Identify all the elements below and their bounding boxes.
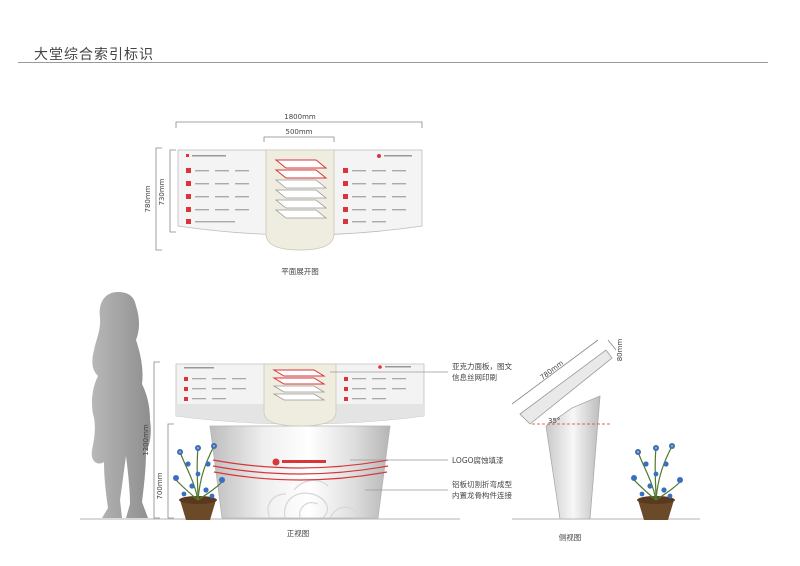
page-title: 大堂综合索引标识 bbox=[34, 47, 154, 63]
front-logo bbox=[272, 458, 326, 466]
side-view: 35° 780mm 80mm 侧视图 bbox=[511, 339, 624, 542]
dim-side-depth: 80mm bbox=[607, 339, 624, 362]
front-view: 1200mm 700mm bbox=[142, 361, 514, 538]
dim-total-width: 1800mm bbox=[175, 113, 423, 128]
dim-outer-height-label: 780mm bbox=[144, 185, 152, 212]
side-panel bbox=[519, 349, 613, 425]
dim-front-top: 1200mm bbox=[142, 361, 160, 519]
flower-pot-right bbox=[631, 443, 683, 520]
dim-inner-height: 730mm bbox=[158, 149, 176, 233]
plan-floor-stack bbox=[274, 159, 328, 219]
dim-front-base: 700mm bbox=[156, 423, 174, 519]
dim-outer-height: 780mm bbox=[144, 147, 162, 251]
flower-pot-left bbox=[173, 443, 225, 520]
dim-front-top-label: 1200mm bbox=[142, 424, 150, 456]
side-body bbox=[545, 395, 601, 520]
callout-logo: LOGO腐蚀填漆 bbox=[452, 455, 504, 465]
dim-side-depth-label: 80mm bbox=[616, 339, 624, 362]
callout-panel-line1: 亚克力面板，图文 bbox=[452, 361, 512, 371]
callout-leaders bbox=[330, 371, 448, 491]
title-divider bbox=[18, 62, 768, 63]
plan-caption: 平面展开图 bbox=[281, 267, 319, 276]
person-silhouette bbox=[91, 292, 151, 518]
front-caption: 正视图 bbox=[287, 528, 310, 538]
callout-body-line2: 内置龙骨构件连接 bbox=[452, 490, 512, 500]
front-right-directory bbox=[344, 365, 411, 401]
front-base-body bbox=[209, 425, 391, 519]
callout-panel-line2: 信息丝网印刷 bbox=[452, 372, 497, 382]
side-angle-label: 35° bbox=[548, 417, 560, 425]
callout-body-line1: 铝板切割折弯成型 bbox=[452, 479, 512, 489]
dim-center-width-label: 500mm bbox=[286, 128, 313, 136]
side-caption: 侧视图 bbox=[559, 532, 582, 542]
dim-center-width: 500mm bbox=[263, 128, 335, 142]
dim-inner-height-label: 730mm bbox=[158, 178, 166, 205]
callout-body: 铝板切割折弯成型 内置龙骨构件连接 bbox=[452, 479, 514, 500]
plan-right-directory bbox=[343, 154, 412, 224]
base-ornament bbox=[267, 479, 357, 519]
callout-panel: 亚克力面板，图文 信息丝网印刷 bbox=[452, 361, 514, 382]
front-left-directory bbox=[184, 367, 246, 401]
front-floor-stack bbox=[272, 369, 326, 401]
plan-left-directory bbox=[186, 154, 249, 224]
dim-total-width-label: 1800mm bbox=[284, 113, 316, 121]
base-red-stripes bbox=[212, 459, 389, 481]
plan-view: 1800mm 500mm 780mm 730mm bbox=[144, 113, 423, 276]
dim-front-base-label: 700mm bbox=[156, 472, 164, 499]
dim-side-length-label: 780mm bbox=[539, 359, 566, 382]
